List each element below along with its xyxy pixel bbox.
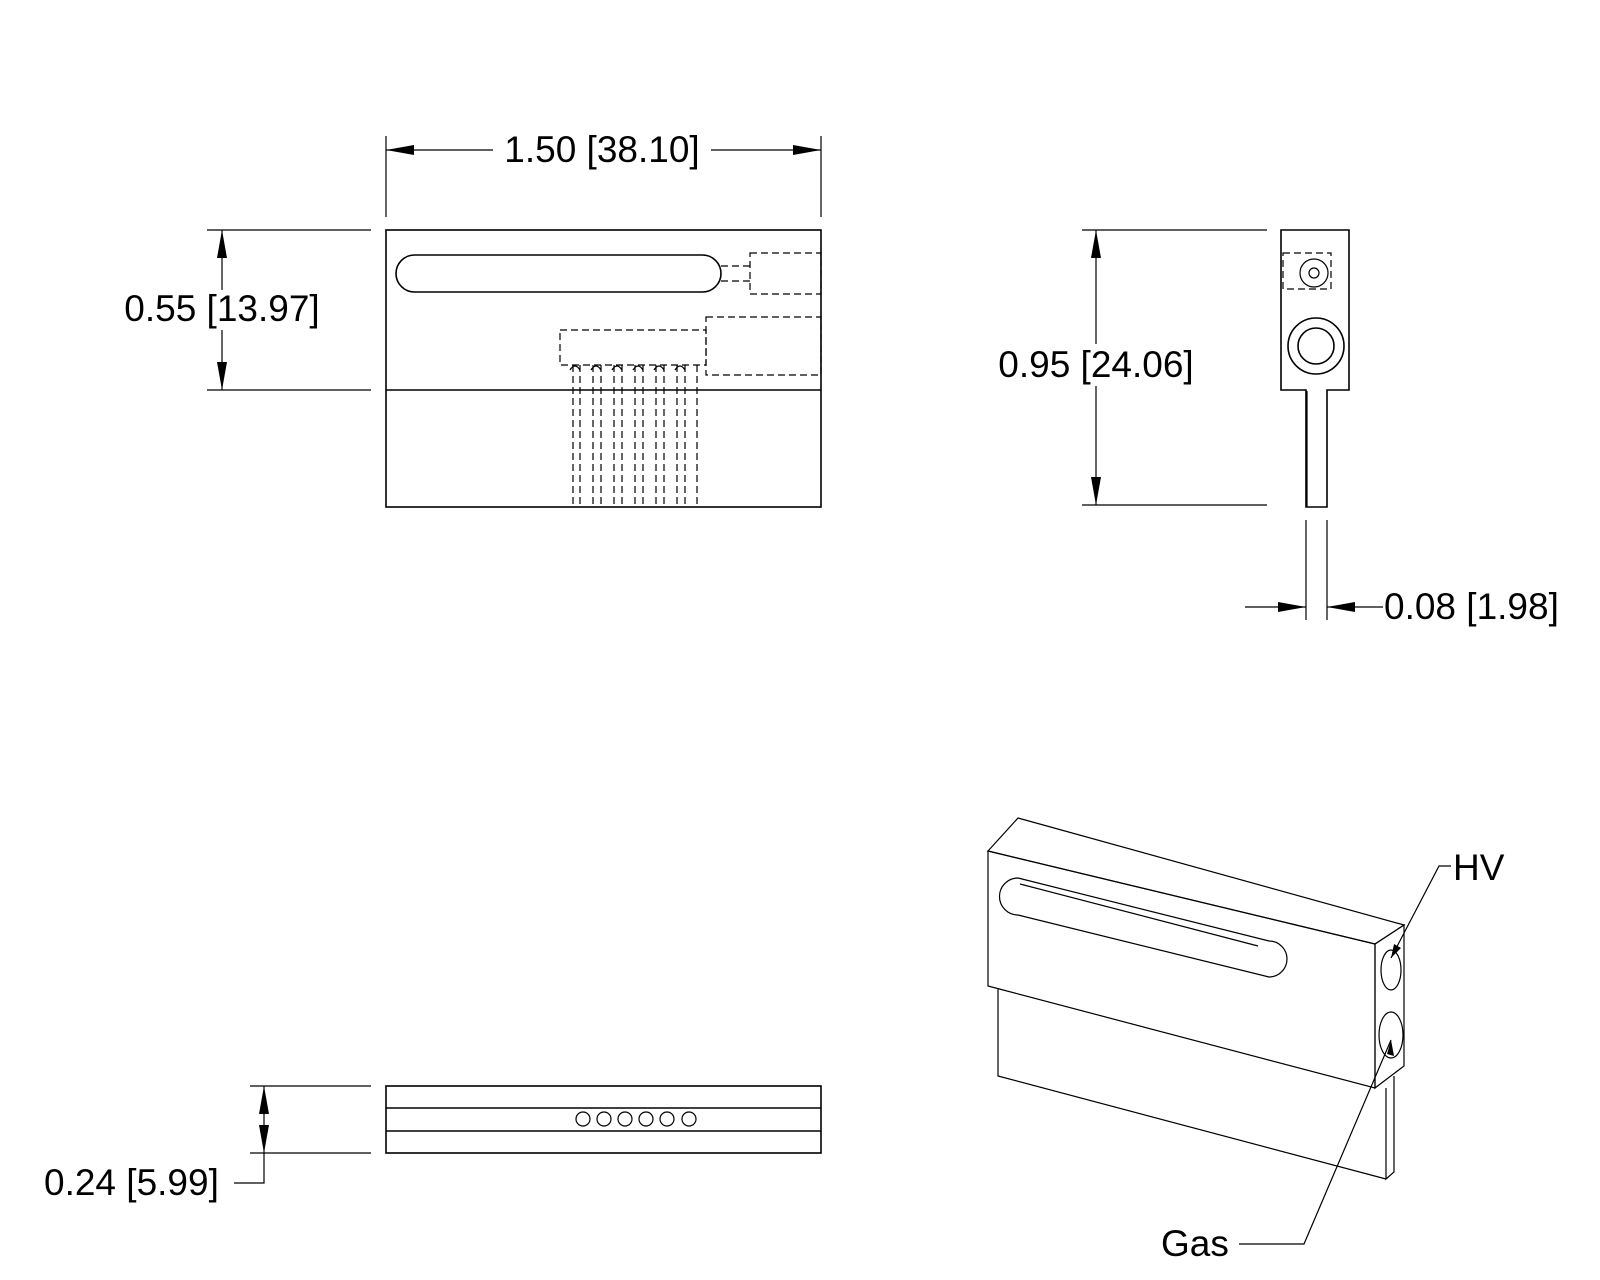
hv-label: HV <box>1453 847 1505 888</box>
width-dimension-label: 1.50 [38.10] <box>504 129 699 170</box>
dimension-width: 1.50 [38.10] <box>385 129 822 217</box>
hv-callout: HV <box>1390 847 1505 959</box>
side-thickness-dimension-label: 0.08 [1.98] <box>1384 586 1559 627</box>
dimension-side-height: 0.95 [24.06] <box>998 229 1267 506</box>
gas-callout: Gas <box>1161 1039 1394 1264</box>
height-dimension-label: 0.55 [13.97] <box>124 288 319 329</box>
gas-holes <box>575 1111 697 1127</box>
gas-hole-lines <box>569 365 698 507</box>
bottom-thickness-dimension-label: 0.24 [5.99] <box>44 1162 219 1203</box>
side-height-dimension-label: 0.95 [24.06] <box>998 344 1193 385</box>
bottom-view <box>385 1085 822 1154</box>
dimension-side-thickness: 0.08 [1.98] <box>1245 520 1559 627</box>
gas-label: Gas <box>1161 1223 1229 1264</box>
side-view <box>1280 229 1350 508</box>
dimension-bottom-thickness: 0.24 [5.99] <box>44 1085 371 1203</box>
isometric-view <box>986 817 1406 1181</box>
front-view <box>385 229 822 508</box>
dimension-height: 0.55 [13.97] <box>124 229 371 391</box>
